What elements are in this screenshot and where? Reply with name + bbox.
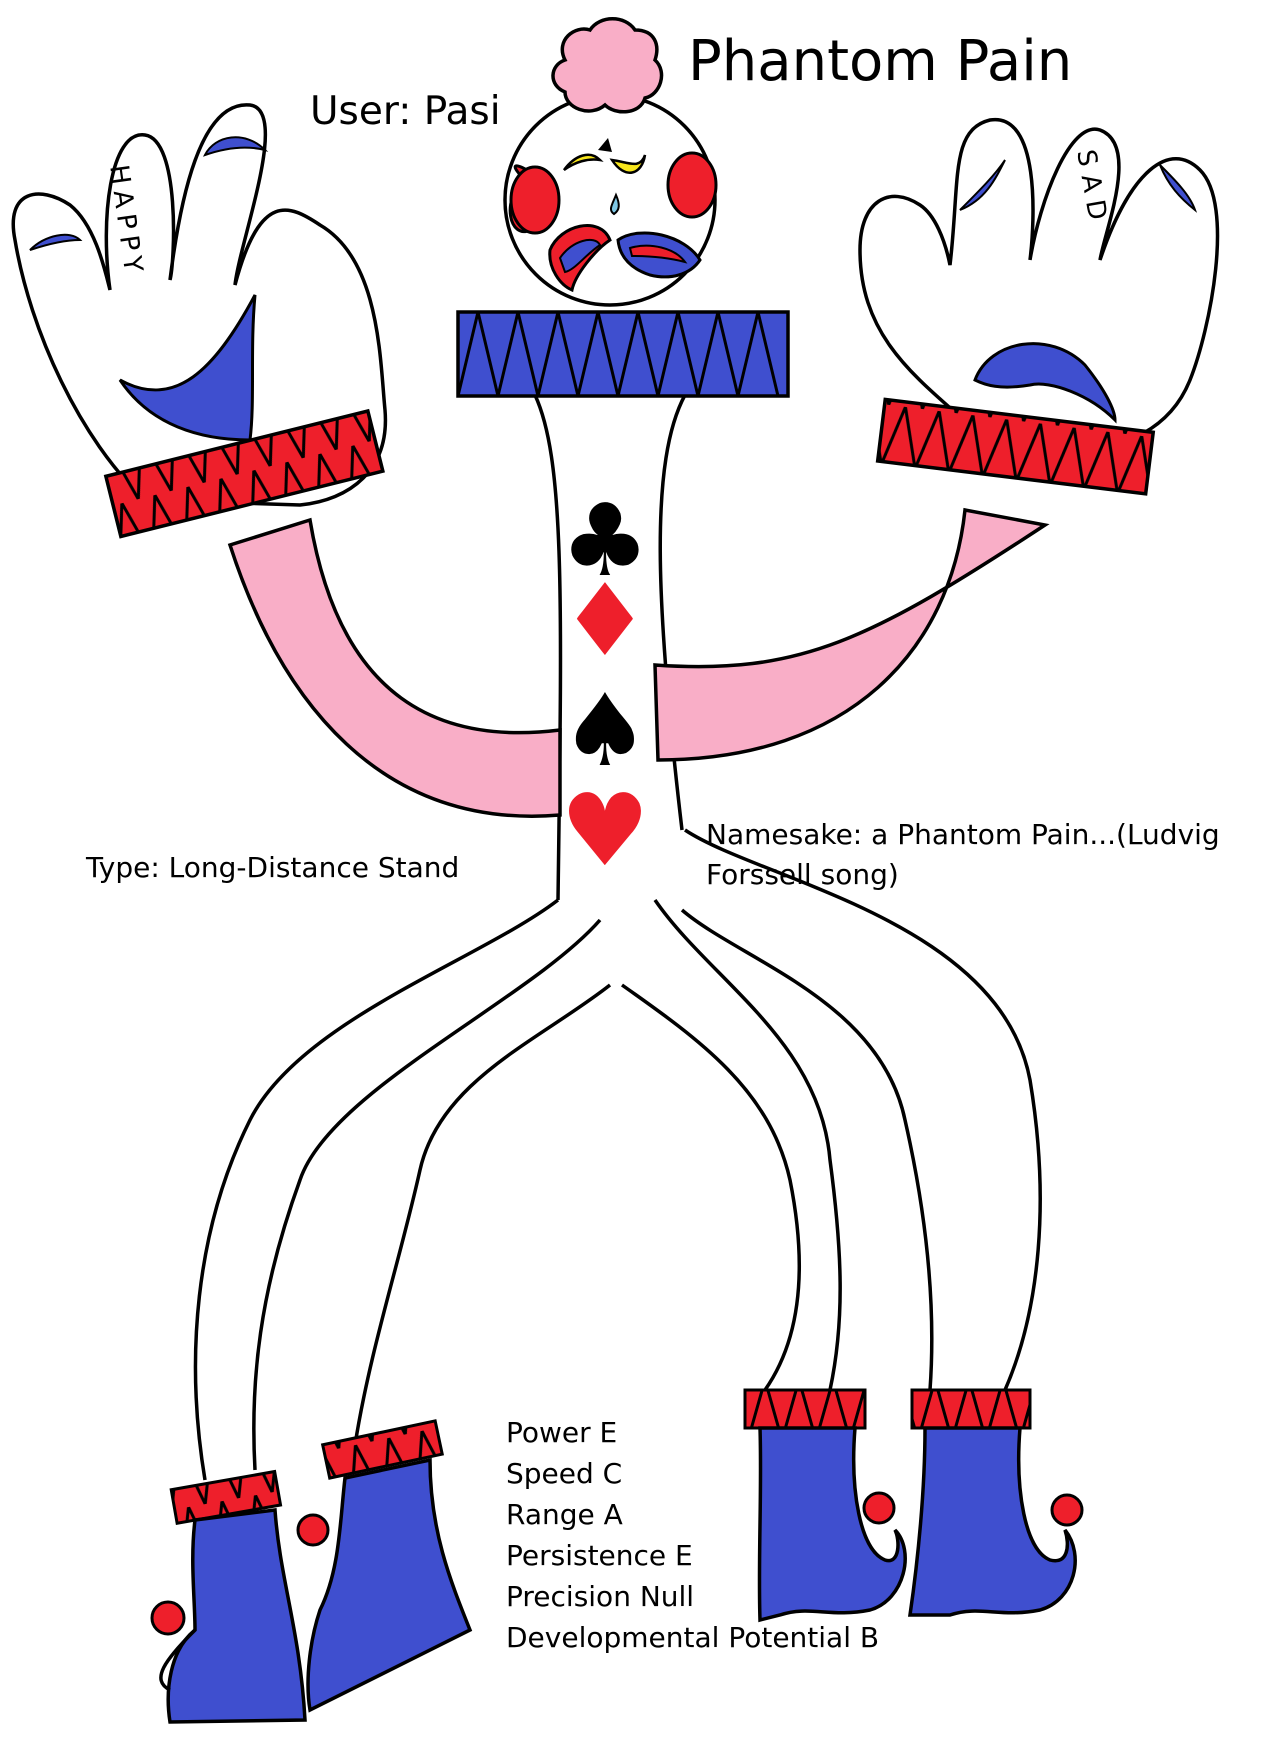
legs <box>193 394 1042 1481</box>
right-hand: SAD <box>858 118 1220 453</box>
diamond-suit-icon: ♦ <box>560 562 650 679</box>
card-suits: ♣ ♦ ♠ ♥ <box>560 482 650 889</box>
user-label: User: Pasi <box>310 89 501 134</box>
boot-1 <box>150 1469 307 1724</box>
namesake-label: Namesake: a Phantom Pain...(Ludvig Forss… <box>706 818 1220 891</box>
page-title: Phantom Pain <box>688 29 1073 94</box>
stat-power: Power E <box>506 1416 618 1449</box>
stat-precision: Precision Null <box>506 1580 695 1613</box>
spade-suit-icon: ♠ <box>560 672 650 789</box>
collar <box>456 310 790 398</box>
stat-speed: Speed C <box>506 1457 623 1490</box>
pompom-icon <box>551 17 664 114</box>
clown-face-icon <box>503 93 718 307</box>
club-suit-icon: ♣ <box>560 482 650 599</box>
jester-boot-icon <box>150 1388 1084 1724</box>
stat-range: Range A <box>506 1498 623 1531</box>
stat-list: Power E Speed C Range A Persistence E Pr… <box>506 1412 879 1658</box>
boot-4 <box>907 1388 1084 1617</box>
left-wrist-cuff <box>103 408 385 539</box>
heart-suit-icon: ♥ <box>560 772 650 889</box>
stat-persistence: Persistence E <box>506 1539 693 1572</box>
type-label: Type: Long-Distance Stand <box>86 851 460 884</box>
boot-3 <box>743 1388 907 1623</box>
arms <box>227 507 1050 818</box>
boot-2 <box>296 1419 473 1713</box>
left-hand: HAPPY <box>11 103 388 507</box>
stat-developmental-potential: Developmental Potential B <box>506 1621 880 1654</box>
right-wrist-cuff <box>875 397 1156 496</box>
